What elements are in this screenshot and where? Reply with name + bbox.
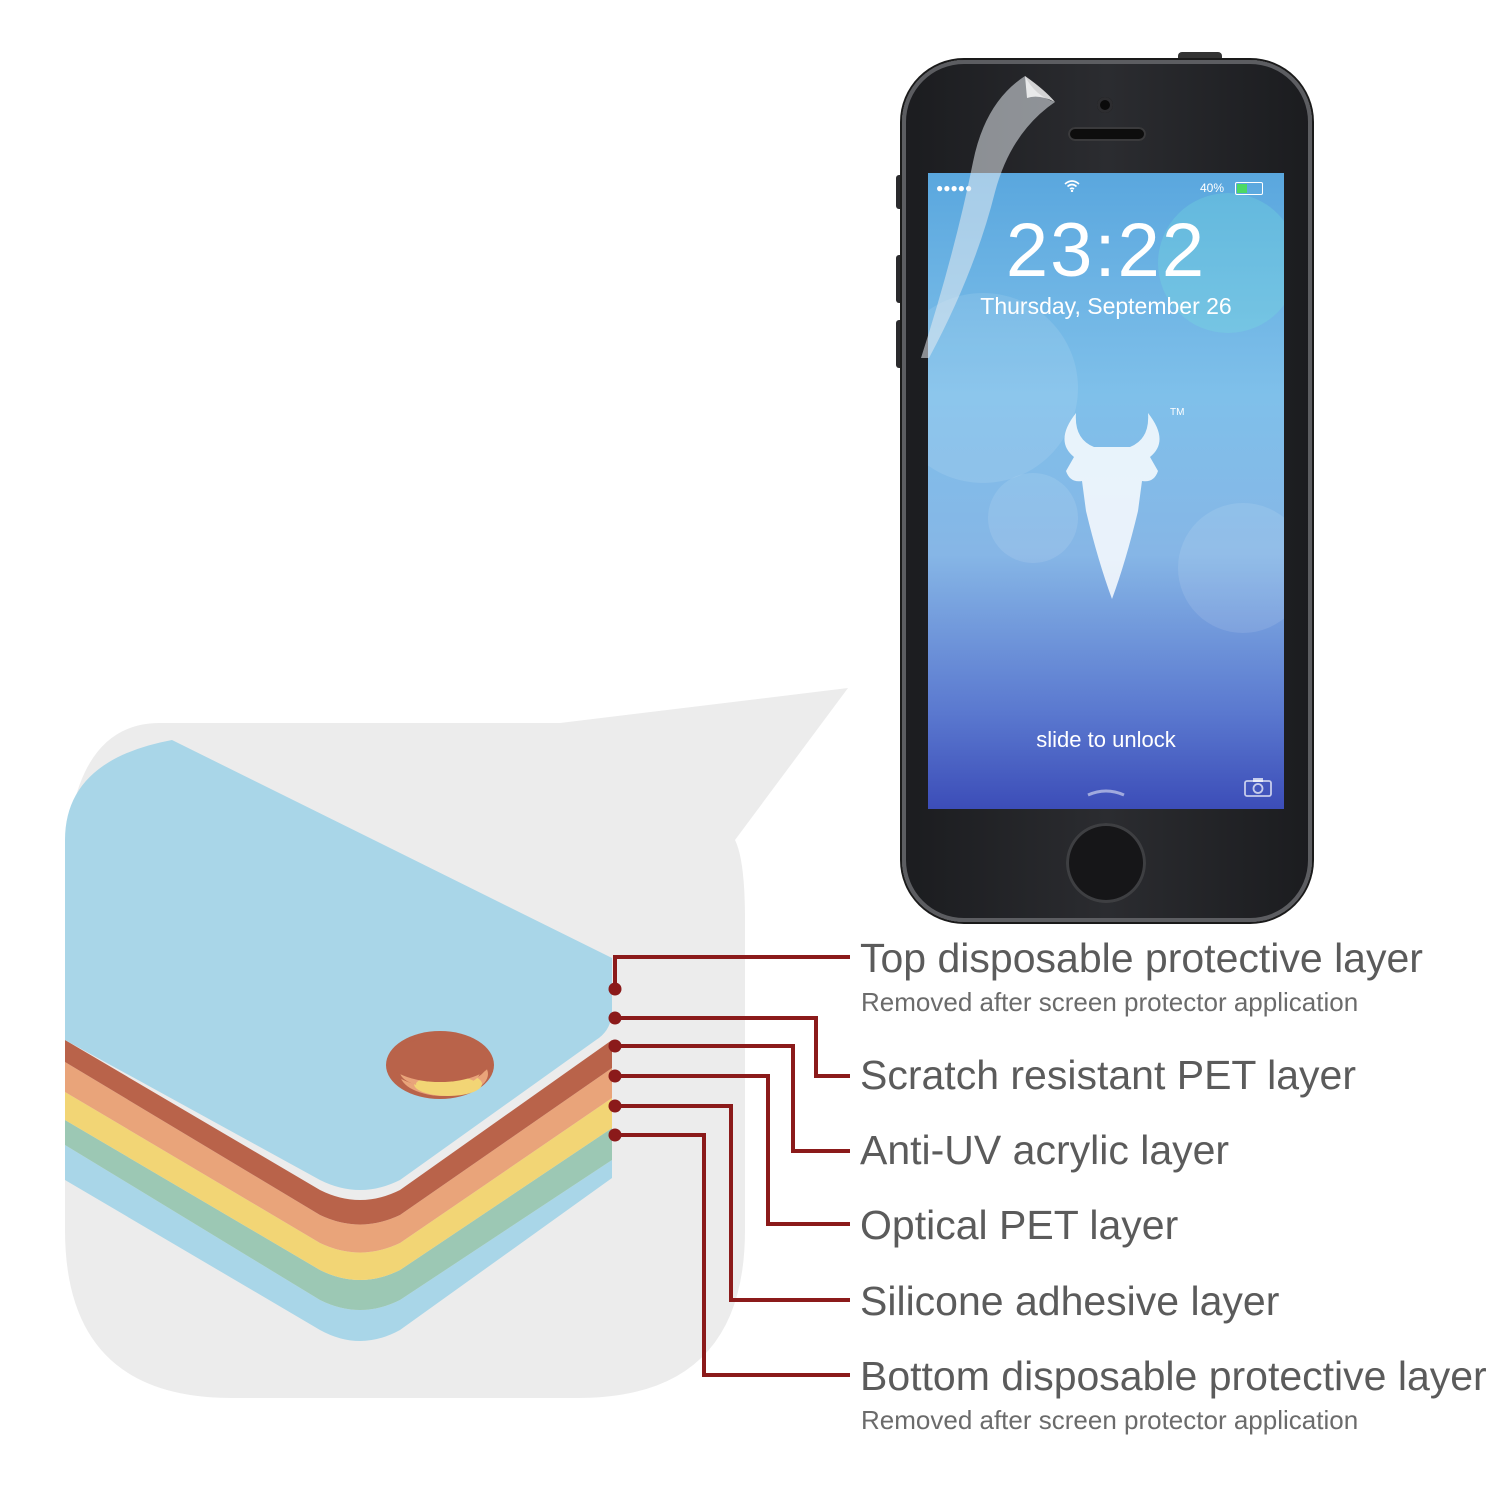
battery-percent: 40% xyxy=(1200,181,1225,195)
lock-date: Thursday, September 26 xyxy=(980,293,1232,319)
battery-icon xyxy=(1235,182,1263,195)
home-button[interactable] xyxy=(1066,823,1146,903)
bottom-protective-layer-shape xyxy=(65,1145,612,1341)
lock-screen: ●●●●● 40% 23:22 Thursday, September 26 T… xyxy=(928,173,1284,809)
leader-dot-top xyxy=(608,982,622,996)
control-center-grabber-icon xyxy=(1087,789,1125,797)
slide-to-unlock[interactable]: slide to unlock xyxy=(1036,727,1176,752)
label-bottom-protective: Bottom disposable protective layer xyxy=(860,1353,1487,1399)
leader-dot-antiuv xyxy=(608,1039,622,1053)
silicone-adhesive-layer-shape xyxy=(65,1120,612,1310)
leader-lines xyxy=(613,955,850,1377)
bokeh-light xyxy=(988,473,1078,563)
leader-dot-optical xyxy=(608,1069,622,1083)
battery-level-fill xyxy=(1237,184,1247,193)
front-camera xyxy=(1097,97,1113,113)
leader-dot-bottom xyxy=(608,1128,622,1142)
earpiece-speaker xyxy=(1068,127,1146,141)
anti-uv-layer-shape xyxy=(65,1062,612,1253)
camera-icon[interactable] xyxy=(1244,777,1272,797)
leader-dot-scratch xyxy=(608,1011,622,1025)
leader-line-silicone xyxy=(615,1104,850,1302)
peeling-film xyxy=(921,76,1055,358)
power-button xyxy=(1178,52,1222,61)
bokeh-light xyxy=(928,293,1078,483)
bull-logo-icon xyxy=(1064,413,1160,599)
label-anti-uv: Anti-UV acrylic layer xyxy=(860,1127,1230,1173)
mute-switch xyxy=(896,175,904,209)
leader-line-antiuv xyxy=(615,1044,850,1153)
label-optical-pet: Optical PET layer xyxy=(860,1202,1179,1248)
volume-down-button xyxy=(896,320,904,368)
scratch-resistant-layer-shape xyxy=(65,1040,612,1225)
trademark-symbol: TM xyxy=(1170,407,1185,418)
wifi-icon xyxy=(1064,179,1080,197)
leader-dots xyxy=(608,982,622,1142)
leader-line-optical xyxy=(615,1074,850,1226)
leader-line-top xyxy=(613,955,850,989)
leader-line-bottom xyxy=(615,1133,850,1377)
optical-pet-layer-shape xyxy=(65,1092,612,1280)
bokeh-light xyxy=(1158,193,1284,333)
lock-time: 23:22 xyxy=(1005,208,1207,293)
leader-dot-silicone xyxy=(608,1099,622,1113)
label-silicone-adhesive: Silicone adhesive layer xyxy=(860,1278,1280,1324)
hole-rim xyxy=(388,1038,492,1082)
label-top-protective: Top disposable protective layer xyxy=(860,935,1423,981)
signal-strength: ●●●●● xyxy=(936,181,973,195)
volume-up-button xyxy=(896,255,904,303)
leader-line-scratch xyxy=(615,1016,850,1078)
bokeh-light xyxy=(1178,503,1284,633)
label-scratch-resistant: Scratch resistant PET layer xyxy=(860,1052,1356,1098)
sublabel-bottom-protective: Removed after screen protector applicati… xyxy=(861,1405,1359,1435)
sublabel-top-protective: Removed after screen protector applicati… xyxy=(861,987,1359,1017)
